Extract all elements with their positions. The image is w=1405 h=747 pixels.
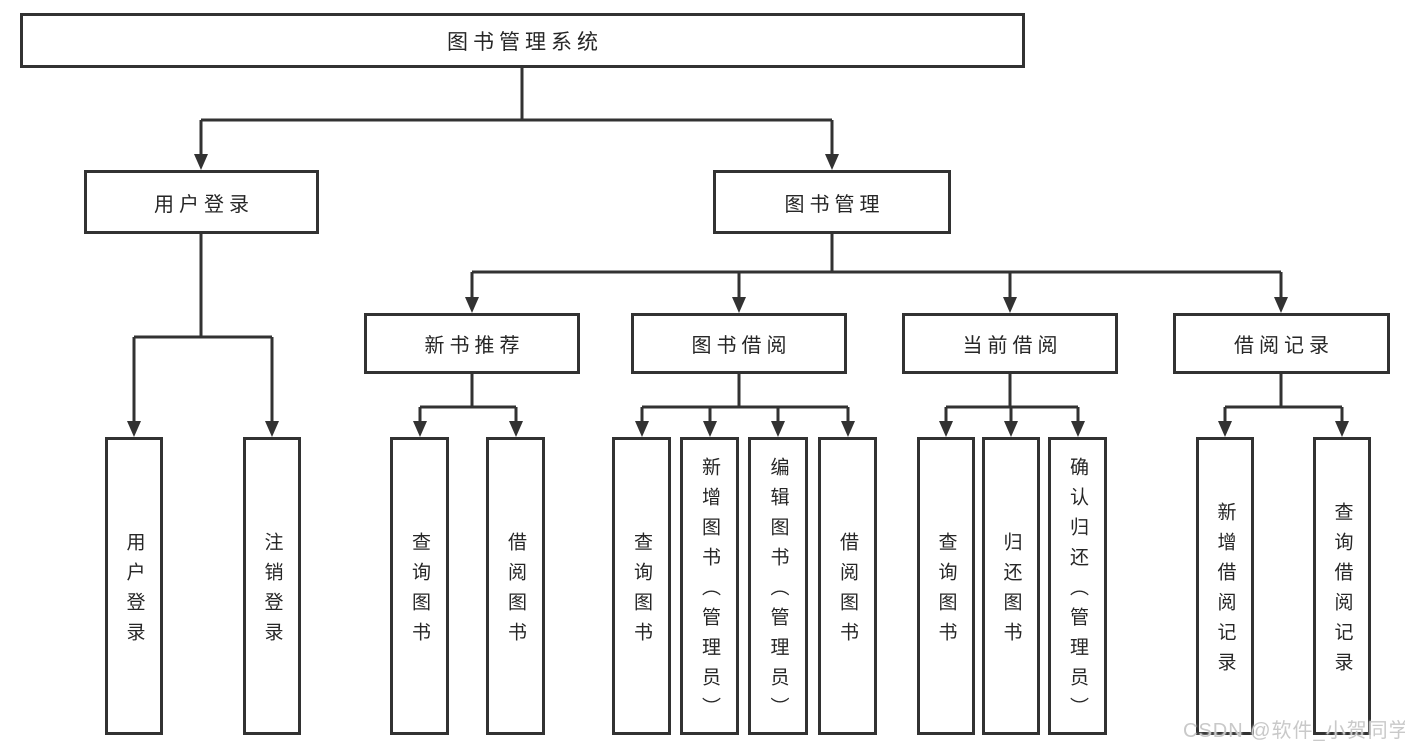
- node-book-borrow: 图书借阅: [631, 313, 847, 374]
- node-book-management-label: 图书管理: [784, 193, 885, 216]
- node-book-management: 图书管理: [713, 170, 951, 234]
- leaf-add-borrow-record: 新增借阅记录: [1196, 437, 1254, 735]
- leaf-borrow-books-1-label: 借阅图书: [505, 531, 526, 652]
- node-root-label: 图书管理系统: [447, 30, 603, 54]
- leaf-logout-label: 注销登录: [261, 531, 283, 652]
- watermark: CSDN @软件_小贺同学: [1183, 720, 1405, 742]
- leaf-query-borrow-record-label: 查询借阅记录: [1331, 501, 1353, 682]
- leaf-query-books-3-label: 查询图书: [935, 531, 957, 652]
- node-book-borrow-label: 图书借阅: [691, 335, 792, 357]
- leaf-query-books-1: 查询图书: [390, 437, 449, 735]
- leaf-borrow-books-2: 借阅图书: [818, 437, 877, 735]
- leaf-user-login-label: 用户登录: [123, 531, 145, 652]
- leaf-confirm-return-admin-label: 确认归还（管理员）: [1067, 456, 1088, 727]
- node-current-borrow: 当前借阅: [902, 313, 1118, 374]
- leaf-add-borrow-record-label: 新增借阅记录: [1214, 501, 1236, 682]
- node-new-book-recommend-label: 新书推荐: [424, 335, 525, 357]
- leaf-return-books-label: 归还图书: [1000, 531, 1022, 652]
- leaf-return-books: 归还图书: [982, 437, 1040, 735]
- leaf-confirm-return-admin: 确认归还（管理员）: [1048, 437, 1107, 735]
- node-user-login: 用户登录: [84, 170, 319, 234]
- node-borrow-records: 借阅记录: [1173, 313, 1390, 374]
- leaf-query-books-2-label: 查询图书: [631, 531, 652, 652]
- leaf-query-borrow-record: 查询借阅记录: [1313, 437, 1371, 735]
- leaf-query-books-1-label: 查询图书: [409, 531, 430, 652]
- leaf-query-books-2: 查询图书: [612, 437, 671, 735]
- node-current-borrow-label: 当前借阅: [962, 335, 1063, 357]
- leaf-logout: 注销登录: [243, 437, 301, 735]
- node-new-book-recommend: 新书推荐: [364, 313, 580, 374]
- node-borrow-records-label: 借阅记录: [1234, 335, 1334, 357]
- leaf-edit-books-admin: 编辑图书（管理员）: [748, 437, 808, 735]
- leaf-borrow-books-2-label: 借阅图书: [837, 531, 858, 652]
- leaf-user-login: 用户登录: [105, 437, 163, 735]
- leaf-query-books-3: 查询图书: [917, 437, 975, 735]
- node-root: 图书管理系统: [20, 13, 1025, 68]
- node-user-login-label: 用户登录: [154, 193, 254, 216]
- leaf-add-books-admin: 新增图书（管理员）: [680, 437, 739, 735]
- leaf-edit-books-admin-label: 编辑图书（管理员）: [767, 456, 789, 727]
- leaf-borrow-books-1: 借阅图书: [486, 437, 545, 735]
- leaf-add-books-admin-label: 新增图书（管理员）: [699, 456, 720, 727]
